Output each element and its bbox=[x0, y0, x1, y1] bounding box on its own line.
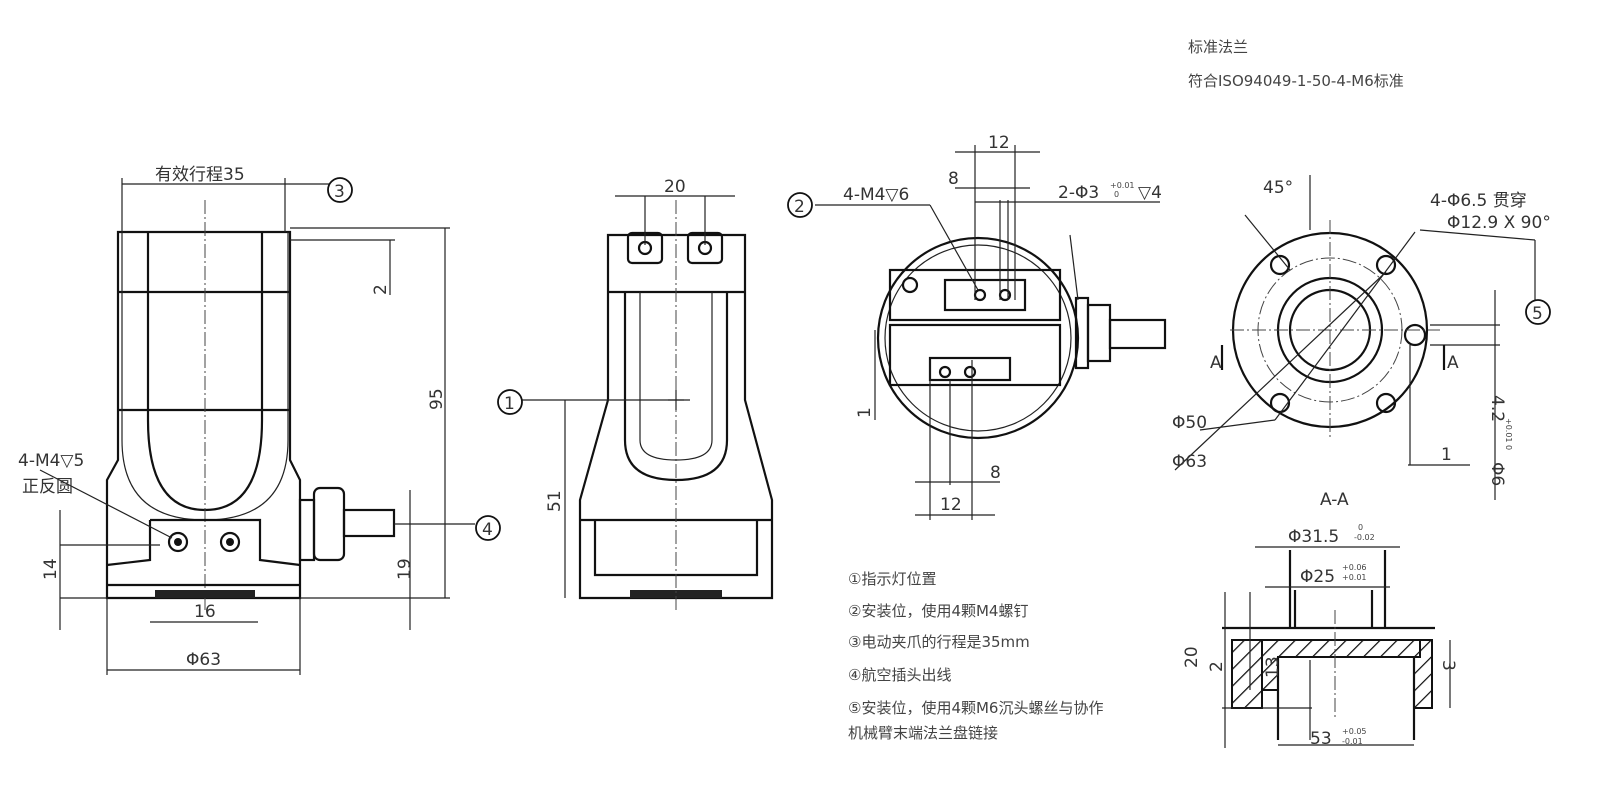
dim-53-tol-up: +0.05 bbox=[1342, 727, 1367, 736]
bottom-dim-8: 8 bbox=[990, 463, 1001, 483]
dia-25: Φ25 bbox=[1300, 567, 1335, 587]
callout-5: 5 bbox=[1532, 304, 1543, 324]
note-item: ④航空插头出线 bbox=[848, 666, 951, 684]
pin-tol-up: +0.01 bbox=[1110, 181, 1135, 190]
dim-95: 95 bbox=[427, 388, 447, 410]
section-title: A-A bbox=[1320, 490, 1349, 510]
flange-holes: 4-Φ6.5 贯穿 bbox=[1430, 191, 1527, 211]
note-item: ②安装位，使用4颗M4螺钉 bbox=[848, 602, 1028, 620]
dia-31-5: Φ31.5 bbox=[1288, 527, 1339, 547]
flange-title: 标准法兰 bbox=[1188, 38, 1248, 56]
flange-standard: 符合ISO94049-1-50-4-M6标准 bbox=[1188, 72, 1404, 90]
section-dim-20: 20 bbox=[1182, 646, 1202, 668]
callout-4-circle bbox=[475, 515, 501, 541]
section-dim-2: 2 bbox=[1207, 661, 1227, 672]
front-view bbox=[39, 178, 475, 675]
angle-45: 45° bbox=[1263, 178, 1293, 198]
top-view bbox=[815, 145, 1167, 520]
dim-2: 2 bbox=[371, 284, 391, 295]
front-thread: 4-M4▽5 bbox=[18, 451, 84, 471]
callout-5-circle bbox=[1525, 299, 1551, 325]
dim-14: 14 bbox=[41, 558, 61, 580]
section-mark-right: A bbox=[1447, 353, 1459, 373]
dia-25-tol-low: +0.01 bbox=[1342, 573, 1367, 582]
dia-31-5-tol-up: 0 bbox=[1358, 523, 1363, 532]
section-view bbox=[1222, 546, 1451, 748]
pin-depth: ▽4 bbox=[1138, 183, 1162, 203]
dim-4-2: 4.2 bbox=[1487, 395, 1507, 422]
note-item: 机械臂末端法兰盘链接 bbox=[848, 724, 998, 742]
dia-31-5-tol-low: -0.02 bbox=[1354, 533, 1375, 542]
dia-25-tol-up: +0.06 bbox=[1342, 563, 1367, 572]
callout-2-circle bbox=[787, 192, 813, 218]
section-dim-3: 3 bbox=[1438, 660, 1458, 671]
dim-19: 19 bbox=[395, 558, 415, 580]
note-item: ①指示灯位置 bbox=[848, 570, 936, 588]
dim-53-tol-low: -0.01 bbox=[1342, 737, 1363, 746]
top-dim-12: 12 bbox=[988, 133, 1010, 153]
flange-dim-1: 1 bbox=[1441, 445, 1452, 465]
countersink: Φ12.9 X 90° bbox=[1447, 213, 1551, 233]
top-dim-1: 1 bbox=[855, 407, 875, 418]
callout-2: 2 bbox=[794, 197, 805, 217]
dim-16: 16 bbox=[194, 602, 216, 622]
callout-1-circle bbox=[497, 389, 523, 415]
note-item: ③电动夹爪的行程是35mm bbox=[848, 633, 1030, 651]
pin-spec: 2-Φ3 bbox=[1058, 183, 1099, 203]
callout-1: 1 bbox=[504, 394, 515, 414]
dia-50: Φ50 bbox=[1172, 413, 1207, 433]
bottom-dim-12: 12 bbox=[940, 495, 962, 515]
dim-20: 20 bbox=[664, 177, 686, 197]
section-dim-13: 13 bbox=[1263, 656, 1283, 678]
pin-dia-tol: +0.01 0 bbox=[1504, 418, 1513, 450]
dia-63: Φ63 bbox=[186, 650, 221, 670]
flange-dia-63: Φ63 bbox=[1172, 452, 1207, 472]
top-dim-8: 8 bbox=[948, 169, 959, 189]
section-mark-left: A bbox=[1210, 353, 1222, 373]
dim-51: 51 bbox=[545, 490, 565, 512]
callout-4: 4 bbox=[482, 520, 493, 540]
callout-3-circle bbox=[327, 177, 353, 203]
note-item: ⑤安装位，使用4颗M6沉头螺丝与协作 bbox=[848, 699, 1103, 717]
notes-list: ①指示灯位置 ②安装位，使用4颗M4螺钉 ③电动夹爪的行程是35mm ④航空插头… bbox=[848, 570, 1103, 742]
section-dim-53: 53 bbox=[1310, 729, 1332, 749]
flange-view bbox=[1174, 175, 1536, 500]
side-view bbox=[522, 195, 774, 610]
pin-tol-low: 0 bbox=[1114, 190, 1119, 199]
front-thread-note: 正反圆 bbox=[22, 477, 73, 497]
pin-dia-6: Φ6 bbox=[1487, 462, 1507, 486]
stroke-label: 有效行程35 bbox=[155, 165, 245, 185]
callout-3: 3 bbox=[334, 182, 345, 202]
top-thread: 4-M4▽6 bbox=[843, 185, 909, 205]
